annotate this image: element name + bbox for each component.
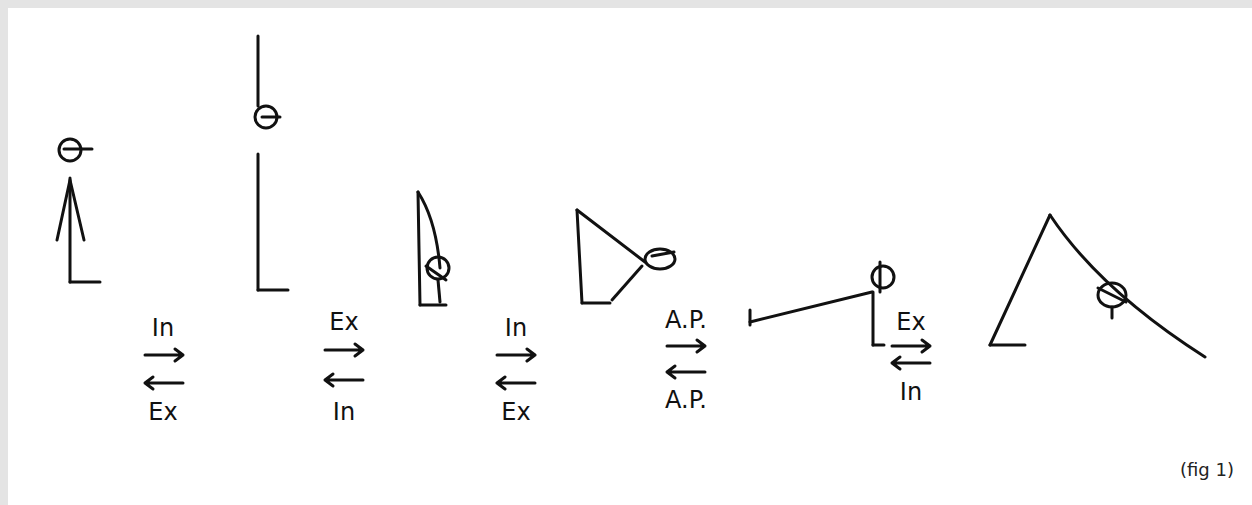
breath-label: Ex <box>148 400 177 424</box>
breath-label: In <box>152 316 174 340</box>
breath-label: A.P. <box>665 308 707 332</box>
breath-label: In <box>900 380 922 404</box>
breath-label: Ex <box>329 310 358 334</box>
paper-ground <box>8 8 1252 505</box>
breath-label: In <box>333 400 355 424</box>
breath-label: A.P. <box>665 388 707 412</box>
breath-label: Ex <box>896 310 925 334</box>
figure-caption: (fig 1) <box>1180 461 1234 479</box>
breath-label: In <box>505 316 527 340</box>
breath-label: Ex <box>501 400 530 424</box>
